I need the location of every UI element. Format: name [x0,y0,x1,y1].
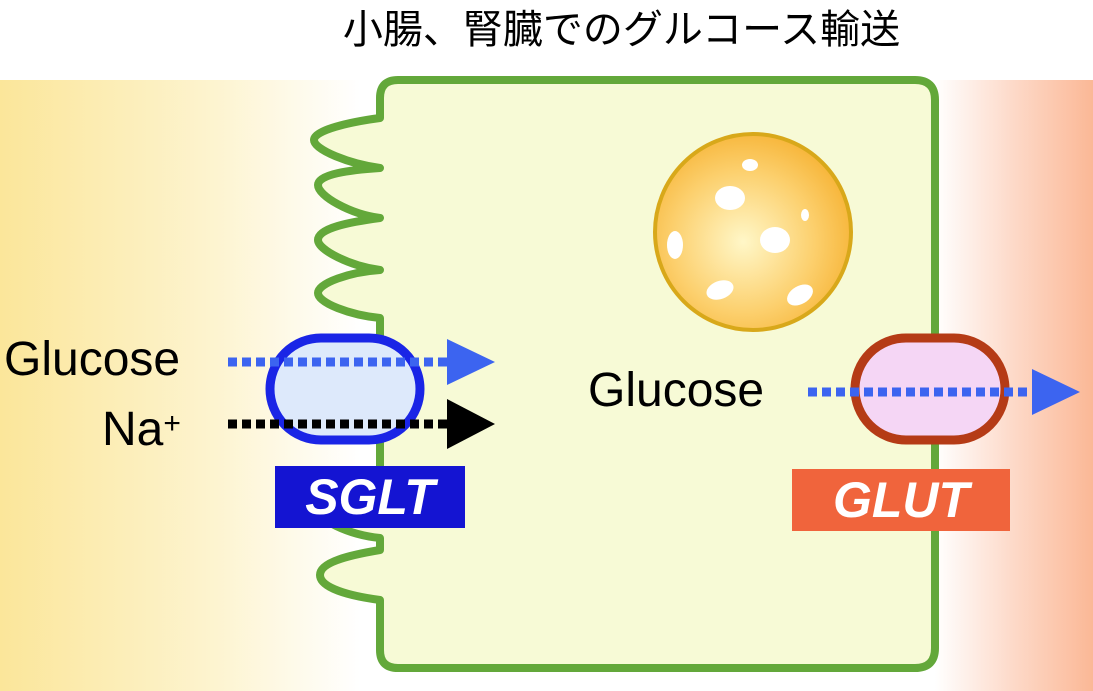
glucose-arrow-glut [808,369,1080,415]
sodium-charge: + [163,407,181,440]
sglt-label: SGLT [275,466,465,528]
nucleus [653,132,853,332]
sodium-arrow [228,399,495,449]
glucose-label-lumen: Glucose [4,333,181,386]
glucose-arrow-sglt [228,339,495,385]
page-title: 小腸、腎臓でのグルコース輸送 [342,7,901,53]
sodium-symbol: Na [102,403,164,456]
glut-label: GLUT [792,469,1010,531]
glucose-label-cell: Glucose [588,364,765,417]
sodium-label: Na+ [102,406,181,454]
